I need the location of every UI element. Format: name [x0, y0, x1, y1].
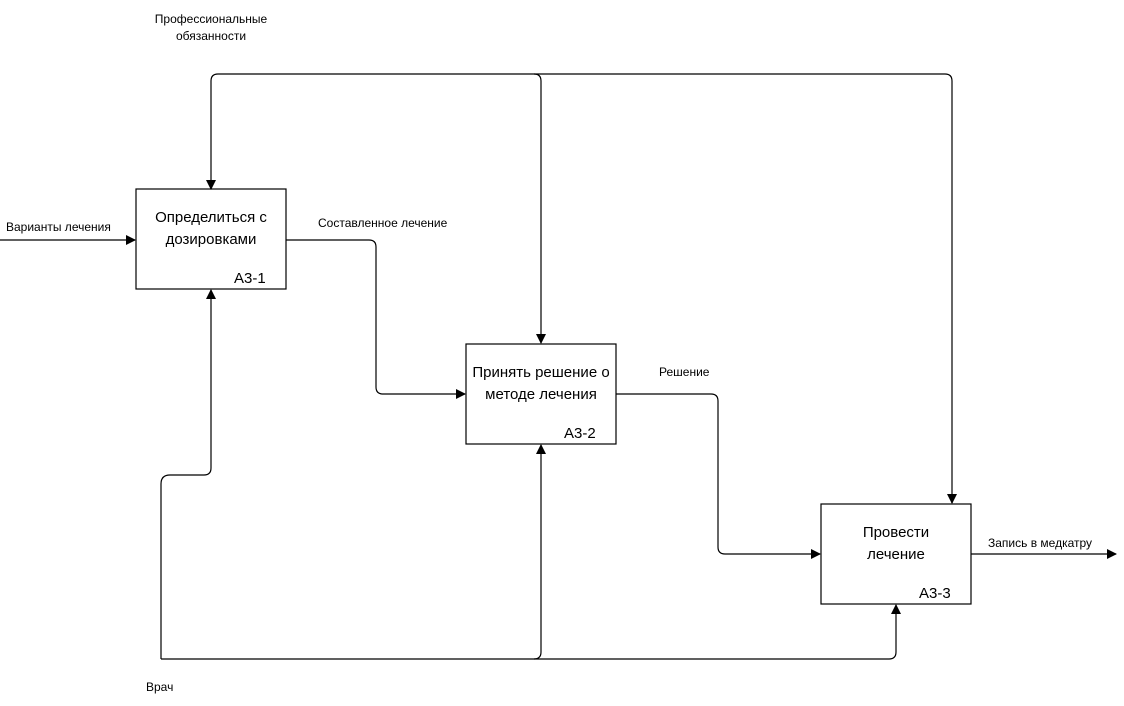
- output-label-1: Составленное лечение: [318, 216, 448, 230]
- box-id-a3-1: А3-1: [234, 270, 266, 287]
- mechanism-label: Врач: [146, 680, 174, 694]
- box-a3-2[interactable]: [465, 343, 617, 445]
- box-title-a3-2: Принять решение о методе лечения: [472, 364, 610, 403]
- box-title-a3-1: Определиться с дозировками: [155, 209, 267, 248]
- output-label-3: Запись в медкатру: [988, 536, 1093, 550]
- control-arrow: [206, 73, 957, 504]
- mechanism-arrow: [160, 289, 901, 660]
- box-id-a3-2: А3-2: [564, 425, 596, 442]
- box-a3-3[interactable]: [820, 503, 972, 605]
- box-title-a3-3: Провести лечение: [862, 524, 930, 563]
- box-a3-1[interactable]: [135, 188, 287, 290]
- output-arrow-1: [286, 239, 466, 399]
- output-label-2: Решение: [659, 365, 710, 379]
- input-label: Варианты лечения: [6, 220, 111, 234]
- control-label: Профессиональные обязанности: [154, 12, 268, 43]
- box-id-a3-3: А3-3: [919, 585, 951, 602]
- output-arrow-2: [616, 393, 821, 559]
